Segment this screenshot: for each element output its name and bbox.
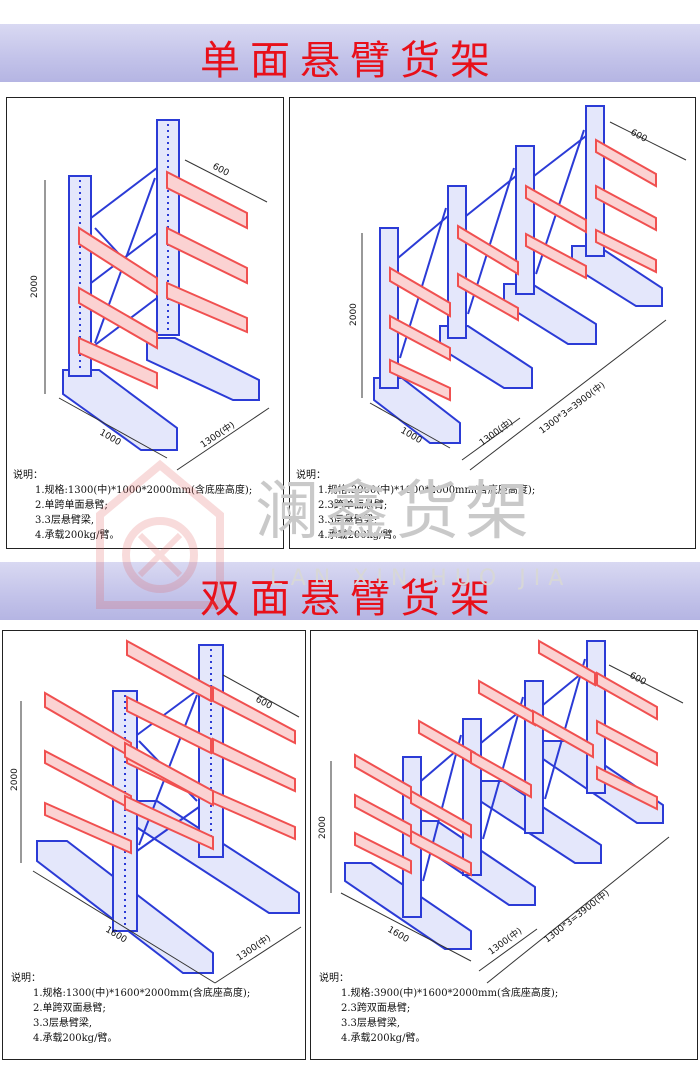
watermark-text: 澜鑫货架	[255, 475, 535, 549]
section-banner-double: 双面悬臂货架	[0, 562, 700, 622]
dim-width: 1300(中)	[234, 932, 273, 964]
notes-title: 说明：	[11, 973, 41, 984]
spec-notes: 说明： 1.规格:1300(中)*1600*2000mm(含底座高度); 2.单…	[11, 971, 251, 1046]
rack-drawing: 2000 600 1000 1300(中) 1300*3=3900(中)	[349, 105, 687, 471]
note-item: 2.单跨单面悬臂;	[35, 500, 108, 511]
drawing-panel-single-3span: 2000 600 1000 1300(中) 1300*3=3900(中) 说明：…	[289, 97, 696, 549]
rack-drawing: 2000 600 1600 1300(中)	[10, 639, 302, 984]
notes-title: 说明：	[296, 470, 326, 481]
drawing-panel-double-1span: 2000 600 1600 1300(中) 说明： 1.规格:1300(中)*1…	[2, 630, 306, 1060]
note-item: 1.规格:1300(中)*1600*2000mm(含底座高度);	[33, 988, 251, 999]
dim-height: 2000	[10, 768, 20, 791]
dim-height: 2000	[349, 303, 359, 326]
dim-width: 1300(中)	[198, 419, 237, 451]
dim-width: 1300(中)	[477, 416, 516, 449]
note-item: 2.3跨单面悬臂;	[318, 500, 388, 511]
note-item: 3.3层悬臂梁,	[35, 515, 95, 526]
note-item: 3.3层悬臂梁,	[341, 1018, 401, 1029]
dim-arm: 600	[211, 162, 231, 179]
note-item: 4.承载200kg/臂。	[341, 1033, 426, 1044]
note-item: 2.3跨双面悬臂;	[341, 1003, 411, 1014]
drawing-panel-single-1span: 2000 600 1000 1300(中) 说明： 1.规格:1300(中)*1…	[6, 97, 284, 549]
dim-total: 1300*3=3900(中)	[537, 379, 608, 436]
note-item: 4.承载200kg/臂。	[35, 530, 120, 541]
note-item: 3.3层悬臂梁;	[318, 515, 378, 526]
note-item: 4.承载200kg/臂。	[318, 530, 403, 541]
note-item: 1.规格:1300(中)*1000*2000mm(含底座高度);	[35, 485, 253, 496]
section-banner-single: 单面悬臂货架	[0, 24, 700, 84]
drawing-panel-double-3span: 2000 600 1600 1300(中) 1300*3=3900(中) 说明：…	[310, 630, 698, 1060]
dim-height: 2000	[30, 275, 40, 298]
note-item: 2.单跨双面悬臂;	[33, 1003, 106, 1014]
watermark-subtext: LAN XIN HUO JIA	[270, 566, 572, 591]
section-title: 双面悬臂货架	[200, 576, 500, 622]
spec-notes: 说明： 1.规格:3900(中)*1000*2000mm(含底座高度); 2.3…	[296, 468, 536, 543]
note-item: 1.规格:3900(中)*1000*2000mm(含底座高度);	[318, 485, 536, 496]
note-item: 1.规格:3900(中)*1600*2000mm(含底座高度);	[341, 988, 559, 999]
notes-title: 说明：	[319, 973, 349, 984]
dim-total: 1300*3=3900(中)	[541, 887, 611, 945]
spec-notes: 说明： 1.规格:3900(中)*1600*2000mm(含底座高度); 2.3…	[319, 971, 559, 1046]
note-item: 4.承载200kg/臂。	[33, 1033, 118, 1044]
notes-title: 说明：	[13, 470, 43, 481]
dim-height: 2000	[318, 816, 328, 839]
note-item: 3.3层悬臂梁,	[33, 1018, 93, 1029]
dim-arm: 600	[629, 128, 649, 145]
spec-notes: 说明： 1.规格:1300(中)*1000*2000mm(含底座高度); 2.单…	[13, 468, 253, 543]
rack-drawing: 2000 600 1600 1300(中) 1300*3=3900(中)	[318, 639, 684, 984]
dim-arm: 600	[628, 671, 648, 688]
section-title: 单面悬臂货架	[200, 38, 500, 84]
rack-drawing: 2000 600 1000 1300(中)	[30, 119, 270, 471]
